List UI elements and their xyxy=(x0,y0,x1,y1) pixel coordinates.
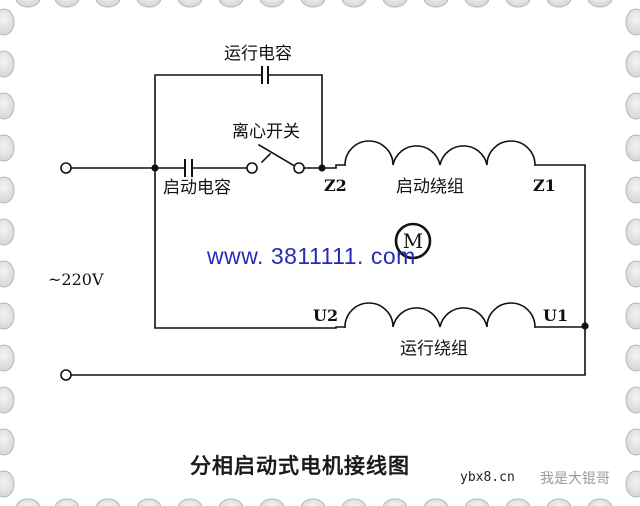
terminal-u2-label: U2 xyxy=(313,306,339,325)
motor-label: M xyxy=(402,229,424,253)
credit-author: 我是大锟哥 xyxy=(540,471,610,487)
start-winding-coil xyxy=(321,140,586,327)
start-capacitor-symbol xyxy=(154,159,248,177)
junction-u1 xyxy=(581,322,589,330)
run-capacitor-branch xyxy=(154,66,323,169)
supply-terminal-neutral xyxy=(60,369,72,381)
start-capacitor-label: 启动电容 xyxy=(163,178,231,198)
run-winding-coil xyxy=(154,167,586,329)
switch-contact-pivot xyxy=(293,162,305,174)
terminal-z1-label: Z1 xyxy=(533,176,556,195)
run-capacitor-label: 运行电容 xyxy=(224,44,292,64)
start-winding-label: 启动绕组 xyxy=(396,177,464,197)
credit-site: ybx8.cn xyxy=(460,470,515,485)
terminal-z2-label: Z2 xyxy=(324,176,347,195)
supply-terminal-live xyxy=(60,162,72,174)
supply-line-neutral xyxy=(71,325,586,376)
centrifugal-switch-label: 离心开关 xyxy=(232,122,300,142)
run-winding-label: 运行绕组 xyxy=(400,339,468,359)
centrifugal-switch-symbol xyxy=(257,143,323,169)
switch-contact-fixed xyxy=(246,162,258,174)
motor-circle xyxy=(394,222,432,260)
junction-z2 xyxy=(318,164,326,172)
junction-left xyxy=(151,164,159,172)
supply-voltage-label: ~220V xyxy=(48,270,104,289)
diagram-title: 分相启动式电机接线图 xyxy=(190,454,410,478)
watermark-url: www. 3811111. com xyxy=(207,243,416,269)
terminal-u1-label: U1 xyxy=(543,306,569,325)
